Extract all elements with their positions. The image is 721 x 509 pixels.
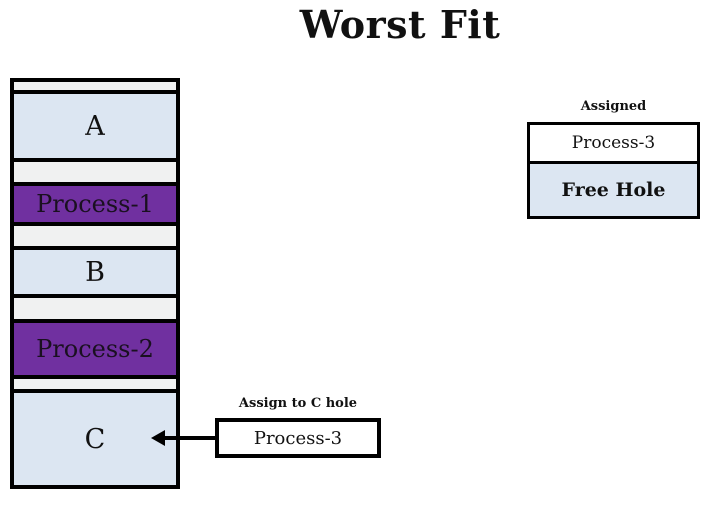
memory-block-process-1-label: Process-1 [36,190,154,218]
memory-block-b: B [14,250,176,294]
memory-hole-strip [14,298,176,319]
legend-item-assigned: Process-3 [530,125,697,161]
memory-block-process-2: Process-2 [14,323,176,375]
legend-item-free-hole-label: Free Hole [561,179,666,201]
memory-block-a: A [14,94,176,158]
memory-block-b-label: B [85,256,105,288]
memory-block-process-1: Process-1 [14,186,176,222]
annotation-process3-box: Process-3 [215,418,381,458]
annotation-caption: Assign to C hole [238,396,358,411]
memory-hole-strip-top [14,82,176,90]
legend: Assigned Process-3 Free Hole [527,99,700,219]
memory-column: A Process-1 B Process-2 C [10,78,180,489]
assign-arrow-line [162,436,215,440]
legend-item-free-hole: Free Hole [530,164,697,216]
memory-block-a-label: A [85,110,105,142]
memory-hole-strip [14,379,176,389]
annotation-process3-label: Process-3 [253,427,343,449]
legend-title: Assigned [580,99,647,114]
memory-hole-strip [14,226,176,246]
memory-block-c-label: C [84,423,106,455]
assign-arrow-head-icon [151,430,165,446]
legend-box: Process-3 Free Hole [527,122,700,219]
memory-block-process-2-label: Process-2 [36,335,154,363]
legend-item-assigned-label: Process-3 [571,133,656,153]
memory-block-c: C [14,393,176,485]
memory-hole-strip [14,162,176,182]
page-title: Worst Fit [299,2,501,47]
